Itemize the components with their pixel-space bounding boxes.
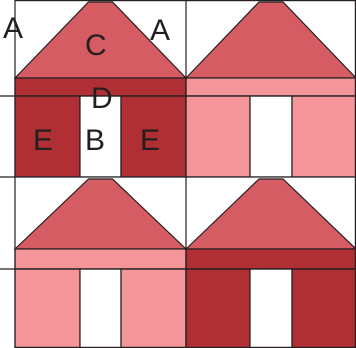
wall-right	[292, 269, 356, 348]
roof-band	[186, 78, 356, 96]
door	[250, 269, 292, 348]
roof-band	[186, 249, 356, 269]
door	[80, 269, 121, 348]
door	[250, 96, 292, 177]
label-a-left: A	[3, 12, 23, 45]
wall-left	[186, 96, 250, 177]
label-c: C	[85, 29, 107, 62]
label-e-right: E	[140, 124, 160, 157]
label-d: D	[91, 82, 113, 115]
label-e-left: E	[33, 124, 53, 157]
wall-right	[121, 269, 186, 348]
house-block-bottom-right	[186, 177, 356, 348]
house-block-top-right	[186, 0, 356, 177]
wall-left	[15, 269, 80, 348]
house-block-bottom-left	[15, 177, 186, 348]
label-a-right: A	[150, 14, 170, 47]
label-b: B	[85, 124, 105, 157]
wall-right	[292, 96, 356, 177]
roof-band	[15, 249, 186, 269]
wall-left	[186, 269, 250, 348]
